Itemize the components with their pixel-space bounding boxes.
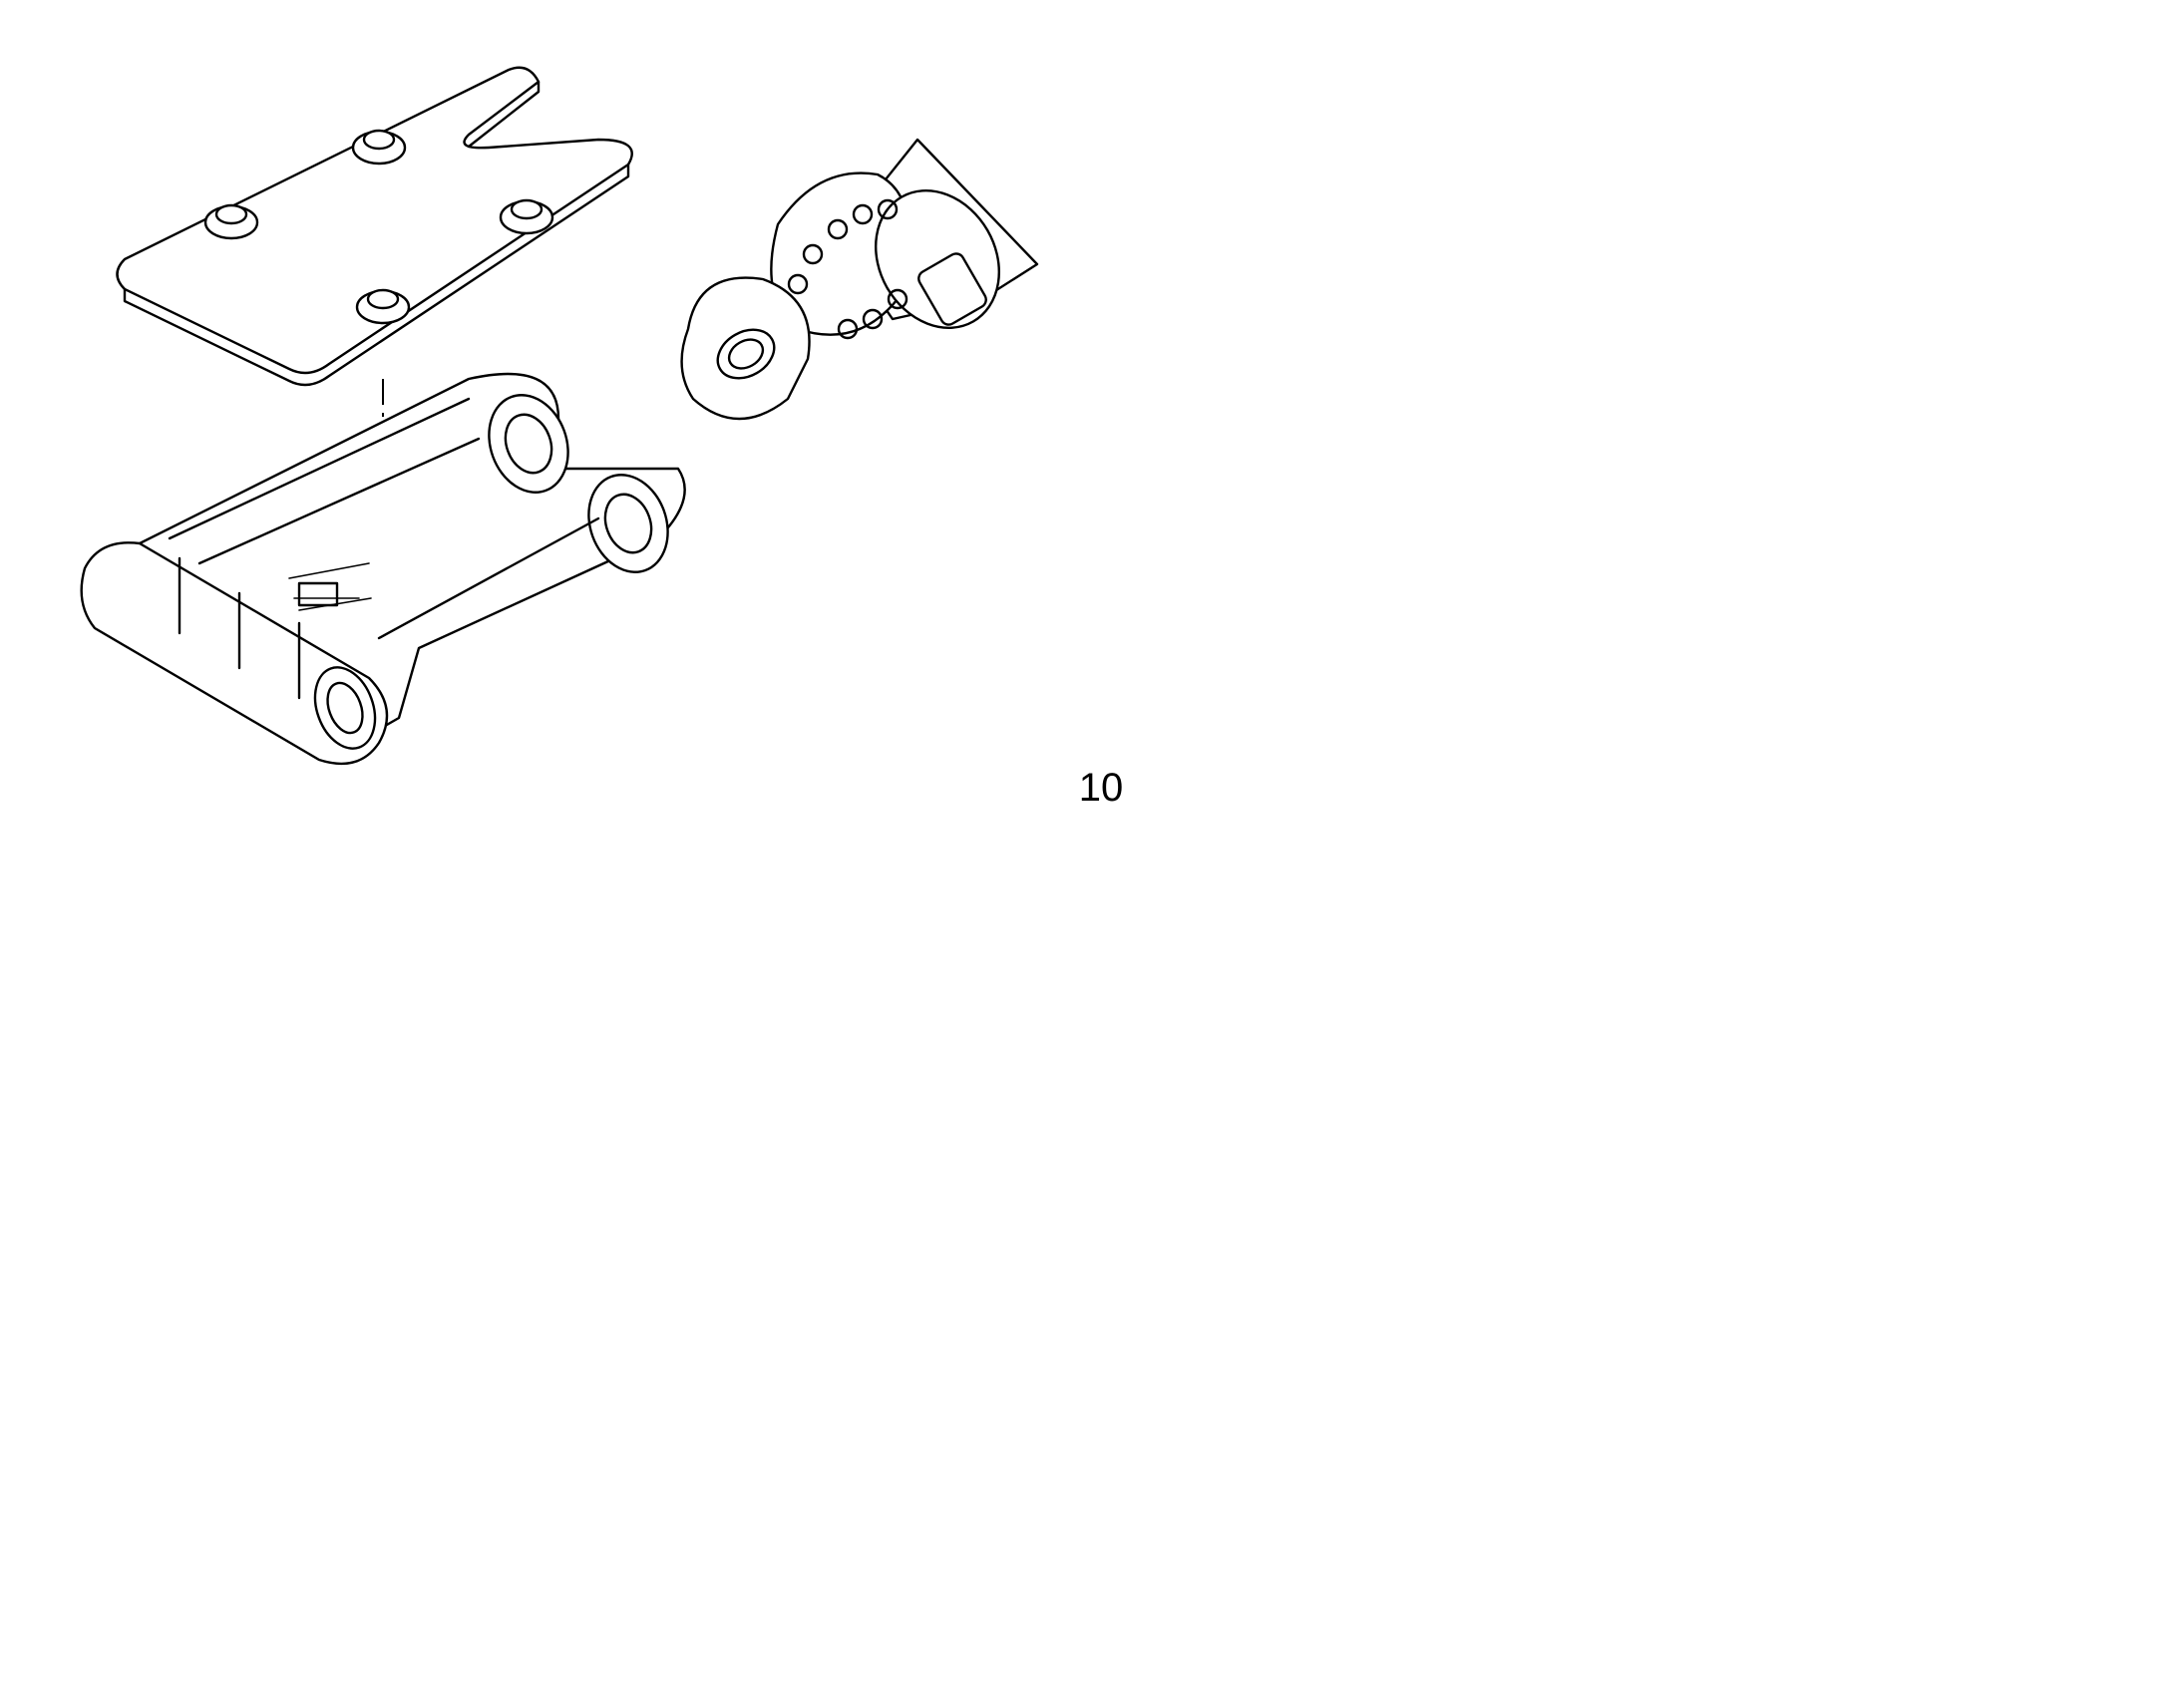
page-number: 10 bbox=[1078, 766, 1124, 810]
panel-top-left bbox=[80, 66, 1039, 766]
bolt-icon bbox=[355, 288, 411, 325]
boom-foot-frame bbox=[80, 372, 686, 766]
bolt-icon bbox=[351, 129, 407, 166]
cover-plate bbox=[116, 66, 633, 387]
hydraulic-cylinder-end bbox=[680, 138, 1039, 421]
bolt-icon bbox=[499, 198, 554, 235]
sensor-icon bbox=[288, 562, 372, 611]
bolt-icon bbox=[203, 203, 259, 240]
